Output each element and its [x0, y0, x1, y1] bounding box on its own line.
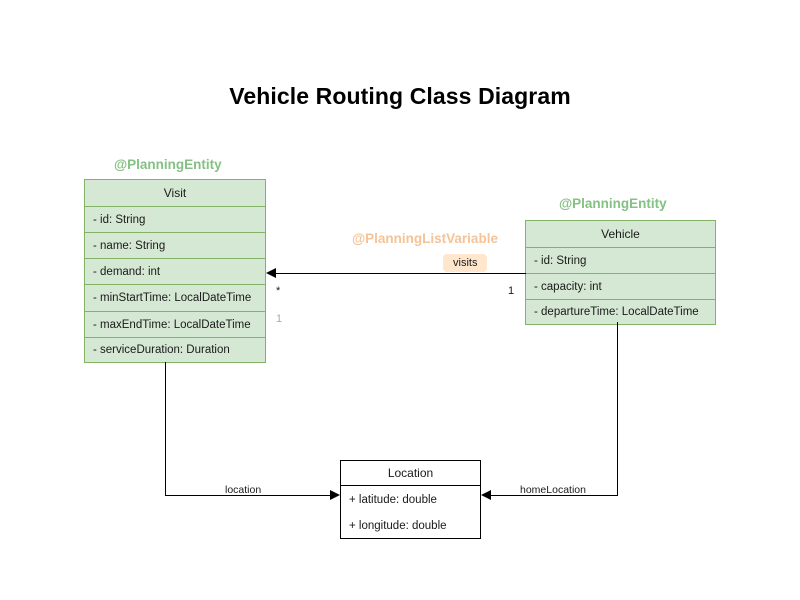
association-label-visits: visits — [443, 254, 488, 272]
class-name-visit: Visit — [84, 179, 266, 206]
class-attribute: + longitude: double — [340, 513, 481, 539]
multiplicity-visits-target: * — [276, 285, 281, 297]
class-box-location[interactable]: Location + latitude: double + longitude:… — [340, 460, 481, 539]
arrowhead-visits-icon — [266, 268, 276, 278]
class-attribute: - serviceDuration: Duration — [84, 337, 266, 363]
connector-vehicle-to-visit — [276, 273, 526, 274]
class-attribute: - name: String — [84, 232, 266, 258]
class-name-location: Location — [340, 460, 481, 486]
connector-vehicle-to-location-vertical — [617, 322, 618, 495]
class-attribute: - demand: int — [84, 258, 266, 284]
class-attribute: - maxEndTime: LocalDateTime — [84, 311, 266, 337]
edge-label-location: location — [225, 484, 262, 496]
class-attribute: - id: String — [84, 206, 266, 232]
class-attribute: - minStartTime: LocalDateTime — [84, 284, 266, 311]
edge-label-home-location: homeLocation — [520, 484, 586, 496]
page-title: Vehicle Routing Class Diagram — [229, 83, 571, 109]
stereotype-visit: @PlanningEntity — [114, 157, 222, 172]
stereotype-planning-list-variable: @PlanningListVariable — [352, 231, 498, 246]
connector-visit-to-location-horizontal — [165, 495, 330, 496]
connector-vehicle-to-location-horizontal — [491, 495, 618, 496]
class-box-vehicle[interactable]: Vehicle - id: String - capacity: int - d… — [525, 220, 716, 325]
class-attribute: - id: String — [525, 247, 716, 273]
class-name-vehicle: Vehicle — [525, 220, 716, 247]
multiplicity-visit-location: 1 — [276, 313, 283, 325]
connector-visit-to-location-vertical — [165, 362, 166, 495]
arrowhead-home-location-icon — [481, 490, 491, 500]
class-attribute: - capacity: int — [525, 273, 716, 299]
class-box-visit[interactable]: Visit - id: String - name: String - dema… — [84, 179, 266, 363]
stereotype-vehicle: @PlanningEntity — [559, 196, 667, 211]
class-attribute: + latitude: double — [340, 486, 481, 513]
arrowhead-location-icon — [330, 490, 340, 500]
class-attribute: - departureTime: LocalDateTime — [525, 299, 716, 325]
multiplicity-visits-source: 1 — [508, 285, 515, 297]
